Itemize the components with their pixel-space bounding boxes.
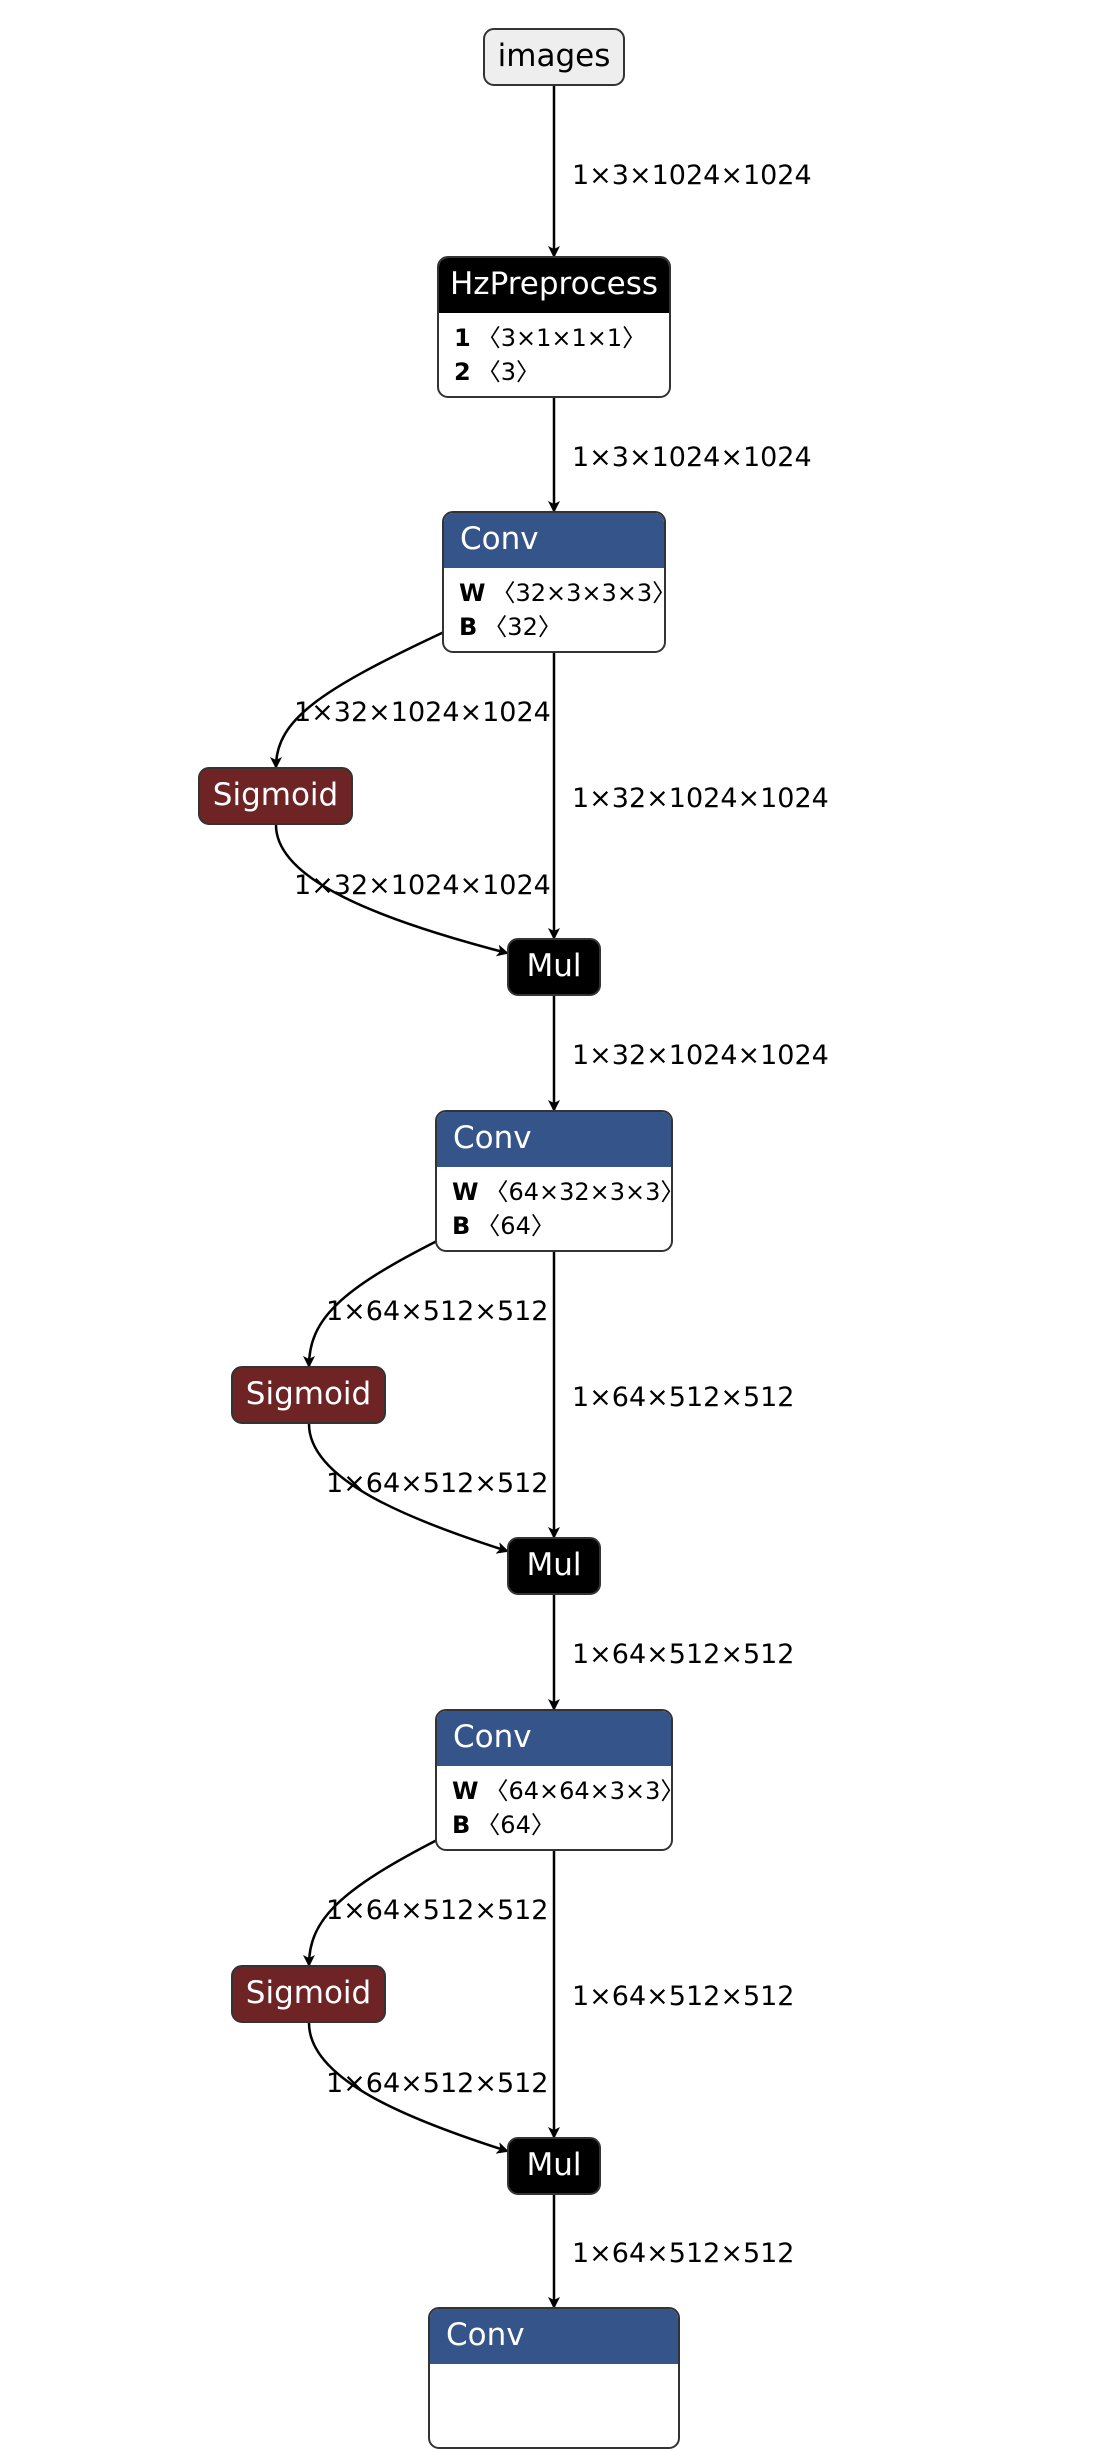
edge-conv1-sigmoid1 (270, 630, 445, 769)
edge-label-mul2-conv3: 1×64×512×512 (572, 1639, 795, 1670)
node-conv-3-title: Conv (437, 1711, 671, 1766)
edge-label-mul1-conv2: 1×32×1024×1024 (572, 1040, 829, 1071)
node-attr: B〈64〉 (452, 1811, 555, 1839)
edge-label-images-preprocess: 1×3×1024×1024 (572, 160, 812, 191)
edge-label-sigmoid2-mul: 1×64×512×512 (326, 1468, 549, 1499)
edge-conv3-sigmoid3 (303, 1838, 438, 1967)
edge-label-conv3-mul: 1×64×512×512 (572, 1981, 795, 2012)
edge-label-mul3-conv4: 1×64×512×512 (572, 2238, 795, 2269)
node-mul-2[interactable]: Mul (507, 1537, 601, 1595)
node-hzpreprocess[interactable]: HzPreprocess 1〈3×1×1×1〉 2〈3〉 (437, 256, 671, 398)
edge-label-conv1-mul: 1×32×1024×1024 (572, 783, 829, 814)
node-conv-2-title: Conv (437, 1112, 671, 1167)
node-attr: B〈64〉 (452, 1212, 555, 1240)
edge-sigmoid2-mul2 (307, 1423, 509, 1554)
edge-label-conv1-sigmoid: 1×32×1024×1024 (294, 697, 551, 728)
node-attr: W〈64×64×3×3〉 (452, 1777, 673, 1805)
node-sigmoid-3[interactable]: Sigmoid (231, 1965, 386, 2023)
edge-label-conv2-mul: 1×64×512×512 (572, 1382, 795, 1413)
node-attr: W〈64×32×3×3〉 (452, 1178, 673, 1206)
node-conv-1[interactable]: Conv W〈32×3×3×3〉 B〈32〉 (442, 511, 666, 653)
edge-label-preprocess-conv: 1×3×1024×1024 (572, 442, 812, 473)
node-sigmoid-1[interactable]: Sigmoid (198, 767, 353, 825)
node-conv-3[interactable]: Conv W〈64×64×3×3〉 B〈64〉 (435, 1709, 673, 1851)
node-images[interactable]: images (483, 28, 625, 86)
node-conv-4[interactable]: Conv (428, 2307, 680, 2449)
node-conv-1-title: Conv (444, 513, 664, 568)
node-attr: 2〈3〉 (454, 358, 540, 386)
edge-label-conv3-sigmoid: 1×64×512×512 (326, 1895, 549, 1926)
node-conv-4-title: Conv (430, 2309, 678, 2364)
edge-label-conv2-sigmoid: 1×64×512×512 (326, 1296, 549, 1327)
edge-sigmoid1-mul1 (274, 824, 509, 957)
node-mul-1[interactable]: Mul (507, 938, 601, 996)
edge-conv2-sigmoid2 (303, 1239, 438, 1368)
node-attr: 1〈3×1×1×1〉 (454, 324, 647, 352)
edge-sigmoid3-mul3 (307, 2022, 509, 2154)
node-mul-3[interactable]: Mul (507, 2137, 601, 2195)
graph-canvas: 1×3×1024×1024 1×3×1024×1024 1×32×1024×10… (198, 28, 829, 2449)
node-attr: W〈32×3×3×3〉 (459, 579, 666, 607)
graph-edges (270, 86, 560, 2309)
node-attr: B〈32〉 (459, 613, 562, 641)
node-hzpreprocess-title: HzPreprocess (439, 258, 669, 313)
node-conv-2[interactable]: Conv W〈64×32×3×3〉 B〈64〉 (435, 1110, 673, 1252)
node-sigmoid-2[interactable]: Sigmoid (231, 1366, 386, 1424)
edge-label-sigmoid3-mul: 1×64×512×512 (326, 2068, 549, 2099)
edge-label-sigmoid1-mul: 1×32×1024×1024 (294, 870, 551, 901)
